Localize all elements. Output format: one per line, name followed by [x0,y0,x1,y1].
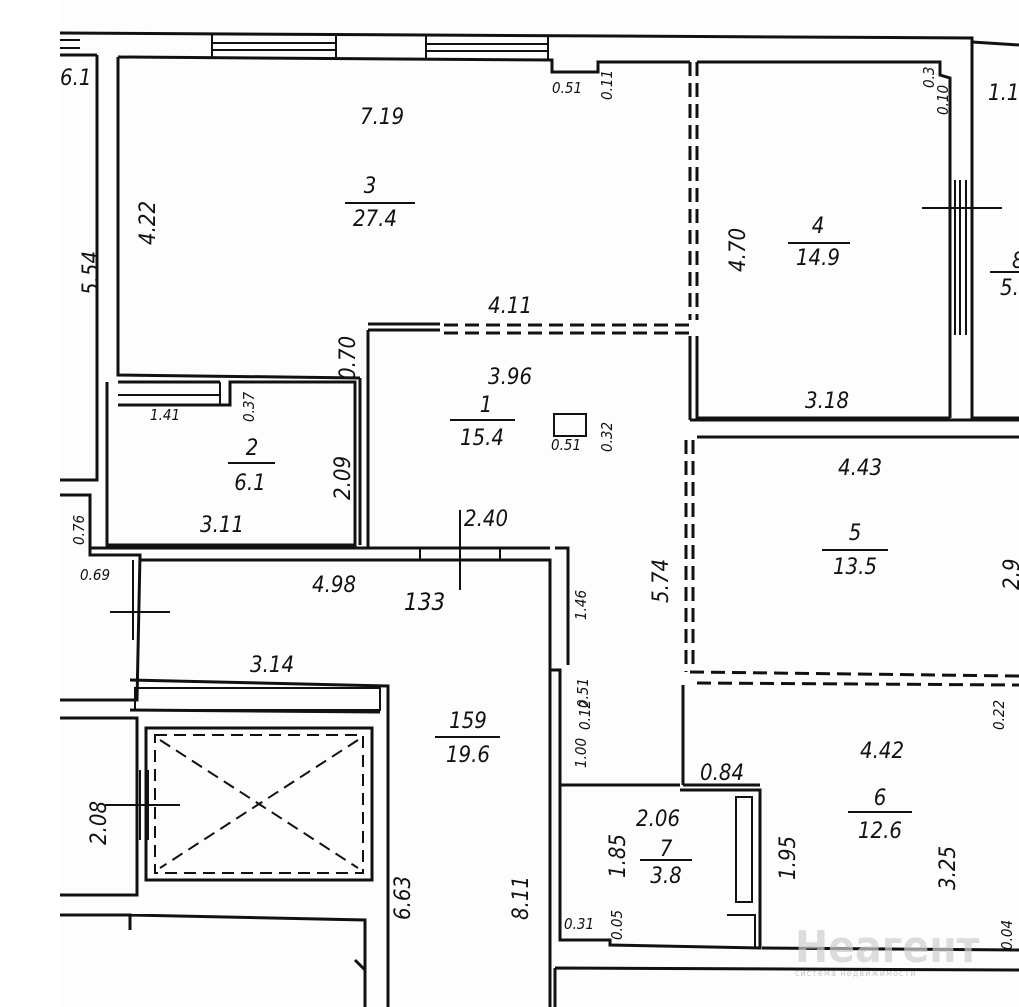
svg-text:19.6: 19.6 [446,743,490,768]
room-1-label: 1 15.4 [450,393,515,451]
svg-text:0.84: 0.84 [700,761,744,786]
svg-text:1.00: 1.00 [572,738,590,768]
svg-text:0.12: 0.12 [576,700,594,730]
svg-text:0.10: 0.10 [934,85,952,115]
svg-text:6: 6 [874,786,887,811]
svg-text:5.: 5. [1000,276,1019,301]
svg-text:2.08: 2.08 [87,801,112,845]
svg-text:система недвижимости: система недвижимости [795,969,916,979]
svg-text:1.41: 1.41 [150,406,180,424]
svg-text:2.9: 2.9 [1000,559,1019,590]
svg-text:5: 5 [849,521,862,546]
svg-text:3.25: 3.25 [936,846,961,890]
svg-text:3.18: 3.18 [805,389,849,414]
svg-text:8.11: 8.11 [509,876,534,920]
svg-text:6.1: 6.1 [234,471,265,496]
svg-text:3.8: 3.8 [650,864,681,889]
svg-text:0.76: 0.76 [70,515,88,545]
column [553,413,587,437]
svg-text:0.51: 0.51 [551,436,581,454]
svg-text:5.74: 5.74 [649,559,674,603]
dimension-labels: 7.19 0.51 1.1 6.1 4.11 3.96 3.18 1.41 0.… [60,66,1019,933]
room-3-label: 3 27.4 [345,174,415,232]
svg-text:0.04: 0.04 [998,920,1016,950]
svg-text:3.11: 3.11 [200,513,244,538]
svg-text:13.5: 13.5 [833,555,877,580]
svg-text:4.43: 4.43 [838,456,882,481]
svg-text:7: 7 [660,837,673,862]
svg-text:Неагент: Неагент [795,922,980,973]
room-6-label: 6 12.6 [848,786,912,844]
svg-text:2.09: 2.09 [331,456,356,500]
svg-text:2.06: 2.06 [636,807,680,832]
room-2-label: 2 6.1 [228,436,275,496]
svg-text:5.54: 5.54 [79,251,104,295]
svg-text:3: 3 [364,174,377,199]
svg-text:0.51: 0.51 [552,79,582,97]
svg-text:4: 4 [812,214,825,239]
svg-text:14.9: 14.9 [796,246,840,271]
svg-text:3.96: 3.96 [488,365,532,390]
svg-text:0.37: 0.37 [240,392,258,422]
svg-text:4.22: 4.22 [136,201,161,245]
svg-text:4.70: 4.70 [726,228,751,272]
svg-text:0.70: 0.70 [336,336,361,380]
svg-text:4.11: 4.11 [488,294,532,319]
svg-text:0.51: 0.51 [574,678,592,708]
room-4-label: 4 14.9 [788,214,850,271]
svg-text:27.4: 27.4 [353,207,397,232]
svg-text:0.32: 0.32 [598,422,616,452]
watermark-logo: Неагент система недвижимости [795,922,980,979]
walls [59,31,1019,1007]
svg-text:6.1: 6.1 [60,66,91,91]
svg-text:133: 133 [404,588,445,616]
svg-text:159: 159 [449,709,487,734]
svg-text:0.69: 0.69 [80,566,110,584]
svg-text:2.40: 2.40 [464,507,508,532]
svg-text:1.1: 1.1 [988,81,1019,106]
window [60,35,549,60]
svg-text:6.63: 6.63 [391,876,416,920]
svg-text:0.3: 0.3 [920,67,938,88]
room-8-label: 8 5. [990,249,1019,301]
svg-text:1.46: 1.46 [572,590,590,620]
dimension-labels-vertical: 4.22 5.54 0.11 0.3 0.10 4.70 0.70 0.37 0… [70,67,1019,950]
svg-text:3.14: 3.14 [250,653,294,678]
svg-text:7.19: 7.19 [360,105,404,130]
svg-text:4.98: 4.98 [312,573,356,598]
svg-text:0.11: 0.11 [598,70,616,100]
svg-text:1.95: 1.95 [776,836,801,880]
room-7-label: 7 3.8 [640,837,692,889]
svg-text:4.42: 4.42 [860,739,904,764]
svg-text:8: 8 [1012,249,1019,274]
svg-text:1: 1 [480,393,493,418]
svg-text:15.4: 15.4 [460,426,504,451]
room-159-label: 159 19.6 [435,709,500,768]
svg-text:0.22: 0.22 [990,700,1008,730]
svg-text:12.6: 12.6 [858,819,902,844]
room-5-label: 5 13.5 [822,521,888,580]
window [922,180,1002,335]
svg-text:0.05: 0.05 [608,910,626,940]
svg-text:1.85: 1.85 [606,834,631,878]
svg-text:0.31: 0.31 [564,915,594,933]
svg-text:2: 2 [246,436,259,461]
